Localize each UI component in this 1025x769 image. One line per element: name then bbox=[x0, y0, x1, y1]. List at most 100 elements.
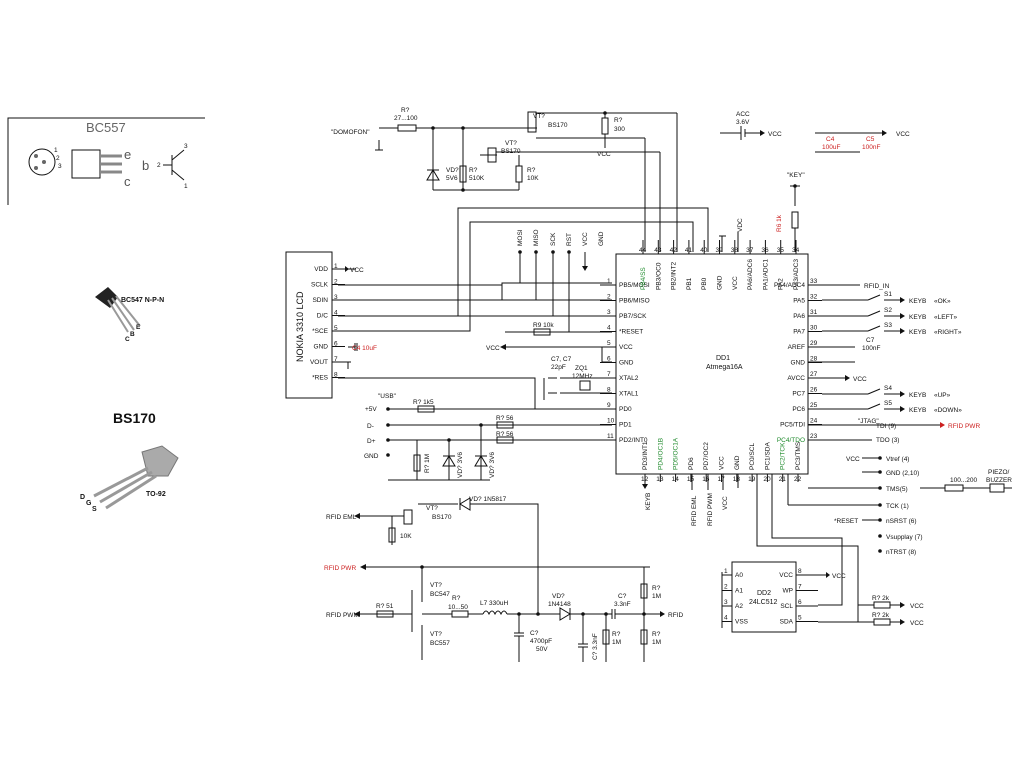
mcu-pin-name: PB1 bbox=[686, 277, 693, 290]
mcu-pin-name: PD6 bbox=[688, 457, 695, 470]
mcu-pin-number: 5 bbox=[607, 340, 611, 347]
svg-text:TDI (9): TDI (9) bbox=[876, 423, 896, 430]
svg-text:2: 2 bbox=[157, 162, 161, 169]
wire bbox=[867, 403, 881, 410]
svg-text:S: S bbox=[92, 506, 97, 513]
arrow bbox=[900, 391, 905, 397]
svg-text:C?: C? bbox=[530, 630, 539, 637]
svg-text:10K: 10K bbox=[400, 533, 412, 540]
svg-text:510K: 510K bbox=[469, 175, 485, 182]
lcd-pin-name: VDD bbox=[314, 266, 328, 273]
mcu-pin-name: PD2/INT0 bbox=[619, 437, 648, 444]
bc557-title: BC557 bbox=[86, 120, 126, 135]
svg-text:VT?: VT? bbox=[426, 505, 438, 512]
switch-label: S4 bbox=[884, 385, 892, 392]
mcu-pin-name: PA4/ADC4 bbox=[774, 282, 805, 289]
svg-text:R? 2k: R? 2k bbox=[872, 612, 890, 619]
svg-text:10K: 10K bbox=[527, 175, 539, 182]
mcu-pin-name: PB5/MOSI bbox=[619, 282, 650, 289]
mcu-pin-number: 18 bbox=[733, 476, 741, 483]
lcd-pin-name: SDIN bbox=[312, 297, 328, 304]
mcu-pin-name: GND bbox=[734, 455, 741, 470]
key-net-label: KEYB bbox=[909, 407, 926, 414]
svg-text:4700pF: 4700pF bbox=[530, 638, 552, 645]
eeprom-pin-name: SDA bbox=[780, 619, 794, 626]
mcu-pin-name: PA5 bbox=[793, 298, 805, 305]
svg-text:3: 3 bbox=[58, 163, 62, 170]
mcu-pin-name: PA1/ADC1 bbox=[762, 259, 769, 290]
svg-text:VCC: VCC bbox=[486, 345, 500, 352]
mcu-pin-number: 2 bbox=[607, 294, 611, 301]
mcu-pin-number: 34 bbox=[792, 247, 800, 254]
switch-label: S1 bbox=[884, 291, 892, 298]
svg-text:BC557: BC557 bbox=[430, 640, 450, 647]
svg-text:VCC: VCC bbox=[722, 496, 729, 510]
svg-text:1: 1 bbox=[54, 147, 58, 154]
svg-text:R? 1M: R? 1M bbox=[424, 454, 431, 473]
svg-text:R?: R? bbox=[452, 595, 461, 602]
mcu-atmega16a: DD1 Atmega16A 1PB5/MOSI2PB6/MISO3PB7/SCK… bbox=[600, 240, 822, 483]
switch-label: S3 bbox=[884, 322, 892, 329]
svg-text:VCC: VCC bbox=[853, 376, 867, 383]
svg-text:ZQ1: ZQ1 bbox=[575, 365, 588, 372]
mcu-pin-number: 7 bbox=[607, 371, 611, 378]
rfid-section: VD? 1N5817 RFID EML VT? BS170 10K RFID P… bbox=[324, 496, 683, 662]
mcu-pin-number: 30 bbox=[810, 325, 818, 332]
key-function-label: «RIGHT» bbox=[934, 329, 962, 336]
mcu-pin-number: 28 bbox=[810, 356, 818, 363]
svg-text:VCC: VCC bbox=[597, 151, 611, 158]
switch-label: S5 bbox=[884, 400, 892, 407]
mcu-pin-name: PB0 bbox=[701, 277, 708, 290]
key-net-label: KEYB bbox=[909, 298, 926, 305]
mcu-pin-name: PD7/OC2 bbox=[703, 442, 710, 470]
mcu-pin-name: PB4/SS bbox=[640, 267, 647, 290]
svg-text:BC547: BC547 bbox=[430, 591, 450, 598]
arrow bbox=[900, 328, 905, 334]
svg-text:R?: R? bbox=[652, 585, 661, 592]
svg-text:22pF: 22pF bbox=[551, 364, 566, 371]
mcu-pin-name: GND bbox=[717, 275, 724, 290]
mcu-pin-number: 10 bbox=[607, 418, 615, 425]
svg-text:VT?: VT? bbox=[533, 113, 545, 120]
mcu-pin-number: 15 bbox=[687, 476, 695, 483]
spi-pin-label: SCK bbox=[550, 232, 557, 246]
svg-text:C7, C7: C7, C7 bbox=[551, 356, 572, 363]
svg-text:D-: D- bbox=[367, 423, 374, 430]
mcu-pin-name: PC5/TDI bbox=[780, 422, 805, 429]
wire bbox=[867, 310, 881, 317]
svg-text:TO-92: TO-92 bbox=[146, 491, 166, 498]
mcu-pin-name: PD0 bbox=[619, 406, 632, 413]
svg-text:TDO (3): TDO (3) bbox=[876, 437, 899, 444]
mcu-pin-name: PA6/ADC6 bbox=[747, 259, 754, 290]
svg-text:C4: C4 bbox=[826, 136, 835, 143]
mcu-pin-number: 27 bbox=[810, 371, 818, 378]
eeprom-pin-name: A0 bbox=[735, 572, 743, 579]
svg-text:ACC: ACC bbox=[736, 111, 750, 118]
svg-text:L7 330uH: L7 330uH bbox=[480, 600, 508, 607]
mcu-pin-number: 8 bbox=[607, 387, 611, 394]
mcu-pin-number: 24 bbox=[810, 418, 818, 425]
lcd-pin-name: VOUT bbox=[310, 359, 328, 366]
svg-text:3: 3 bbox=[184, 143, 188, 150]
svg-text:VD? 1N5817: VD? 1N5817 bbox=[469, 496, 507, 503]
wire bbox=[867, 388, 881, 395]
mcu-pin-number: 4 bbox=[607, 325, 611, 332]
svg-text:D: D bbox=[80, 494, 85, 501]
svg-text:+5V: +5V bbox=[365, 406, 377, 413]
svg-text:PIEZO/: PIEZO/ bbox=[988, 469, 1010, 476]
mcu-pin-number: 26 bbox=[810, 387, 818, 394]
bc557-panel: BC557 1 2 3 e b c 321 bbox=[7, 117, 205, 205]
mcu-pin-name: PC2/TCK bbox=[780, 442, 787, 470]
mcu-pin-name: GND bbox=[791, 360, 806, 367]
svg-text:BUZZER: BUZZER bbox=[986, 477, 1012, 484]
mcu-pin-name: VCC bbox=[732, 276, 739, 290]
mcu-pin-number: 29 bbox=[810, 340, 818, 347]
svg-text:5V6: 5V6 bbox=[446, 175, 458, 182]
svg-text:VCC: VCC bbox=[350, 267, 364, 274]
mcu-pin-number: 43 bbox=[654, 247, 662, 254]
svg-text:VDC: VDC bbox=[737, 218, 744, 232]
lcd-pin-number: 1 bbox=[334, 263, 338, 270]
